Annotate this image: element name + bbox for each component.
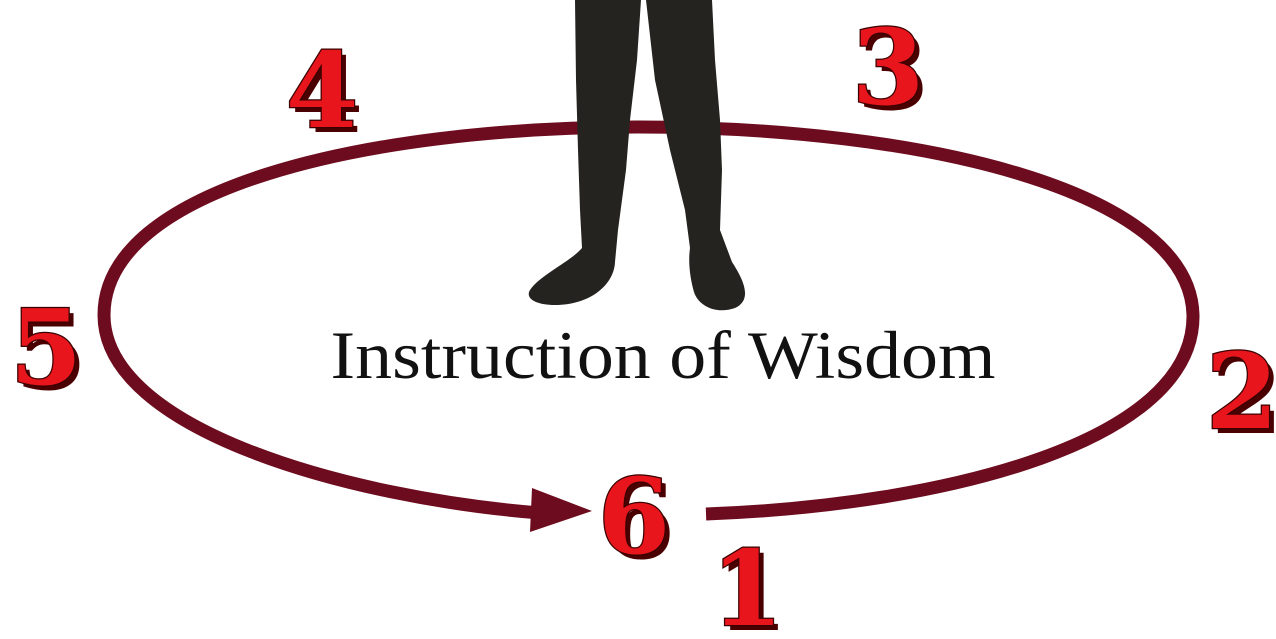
step-4-number: 4 xyxy=(286,29,358,152)
step-2-number: 2 xyxy=(1206,330,1276,453)
person-silhouette xyxy=(529,0,745,310)
cycle-arrowhead xyxy=(530,488,592,532)
step-3-number: 3 xyxy=(852,6,924,129)
step-1-number: 1 xyxy=(711,527,783,639)
right-leg-silhouette xyxy=(646,0,745,310)
step-6-number: 6 xyxy=(598,455,670,578)
step-5-number: 5 xyxy=(10,286,82,409)
left-leg-silhouette xyxy=(529,0,641,305)
diagram-title: Instruction of Wisdom xyxy=(331,317,996,393)
